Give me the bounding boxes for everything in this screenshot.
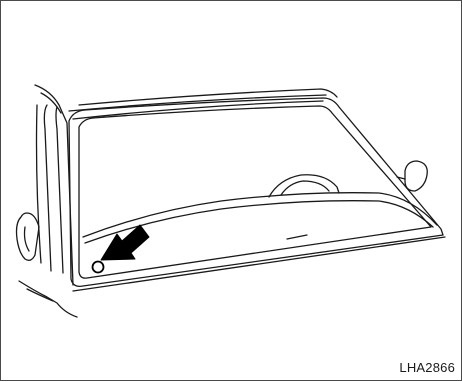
side-mirror-left: [17, 213, 40, 260]
hood-left-edge: [27, 289, 53, 301]
rear-view-mirror: [405, 161, 427, 191]
a-pillar-outer: [44, 105, 51, 271]
sensor-circle-icon: [93, 262, 104, 273]
side-mirror-left-inner: [25, 227, 30, 251]
a-pillar-inner: [56, 107, 63, 273]
instrument-line: [287, 235, 307, 239]
figure-code: LHA2866: [399, 360, 455, 375]
